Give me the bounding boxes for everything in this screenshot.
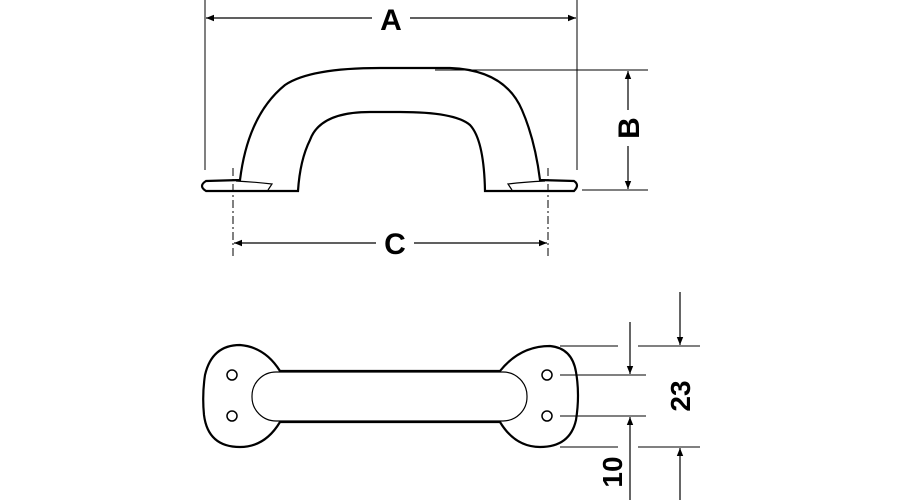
- screw-hole: [226, 410, 238, 422]
- label-10: 10: [597, 456, 628, 487]
- grip-bar: [251, 371, 528, 422]
- label-a: A: [380, 4, 402, 37]
- label-23: 23: [665, 380, 696, 411]
- label-b: B: [613, 117, 646, 139]
- handle-profile: [200, 66, 579, 193]
- screw-hole: [226, 369, 238, 381]
- top-view: [202, 343, 580, 449]
- side-view: [200, 0, 648, 258]
- screw-hole: [541, 410, 553, 422]
- countersink-left: [235, 180, 274, 191]
- countersink-right: [506, 180, 546, 191]
- screw-hole: [541, 369, 553, 381]
- label-c: C: [384, 228, 406, 261]
